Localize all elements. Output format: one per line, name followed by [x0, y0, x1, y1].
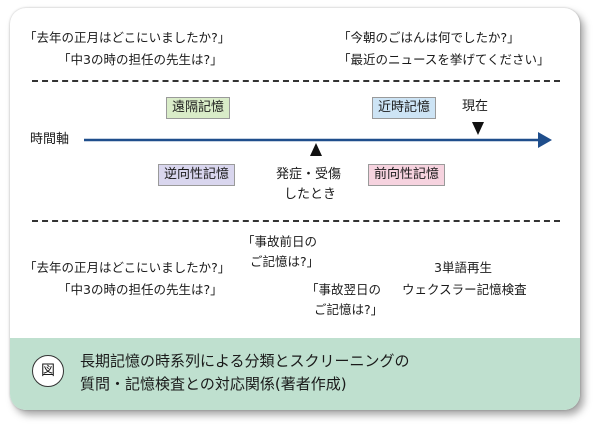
event-marker: [310, 143, 322, 156]
caption-line-2: 質問・記憶検査との対応関係(著者作成): [80, 375, 347, 393]
remote-question-1: 「去年の正月はどこにいましたか?」: [24, 30, 231, 45]
timeline-graphics: [84, 122, 552, 156]
remote-question-bottom-2: 「中3の時の担任の先生は?」: [58, 282, 223, 297]
recent-question-2: 「最近のニュースを挙げてください」: [338, 52, 550, 67]
retrograde-memory-box: 逆向性記憶: [158, 164, 236, 186]
test-three-word-recall: 3単語再生: [434, 260, 492, 275]
divider-top: [32, 80, 560, 82]
now-marker: [472, 122, 484, 135]
now-label: 現在: [462, 99, 489, 114]
recent-memory-label: 近時記憶: [378, 100, 431, 115]
anterograde-memory-box: 前向性記憶: [368, 164, 446, 186]
time-axis-arrowhead: [538, 132, 552, 148]
recent-memory-box: 近時記憶: [372, 97, 437, 119]
anterograde-memory-label: 前向性記憶: [374, 167, 440, 182]
retrograde-memory-label: 逆向性記憶: [164, 167, 230, 182]
onset-label-1: 発症・受傷: [276, 167, 342, 182]
after-accident-question-2: ご記憶は?」: [314, 302, 384, 317]
onset-label-2: したとき: [284, 187, 337, 202]
remote-question-bottom-1: 「去年の正月はどこにいましたか?」: [24, 260, 231, 275]
recent-question-1: 「今朝のごはんは何でしたか?」: [338, 30, 520, 45]
remote-question-2: 「中3の時の担任の先生は?」: [58, 52, 223, 67]
figure-card: 「去年の正月はどこにいましたか?」 「中3の時の担任の先生は?」 「今朝のごはん…: [10, 8, 580, 410]
before-accident-question-1: 「事故前日の: [242, 234, 318, 249]
caption-band: 図 長期記憶の時系列による分類とスクリーニングの 質問・記憶検査との対応関係(著…: [10, 338, 580, 410]
figure-icon: 図: [32, 355, 64, 387]
remote-memory-box: 遠隔記憶: [166, 97, 231, 119]
test-wechsler-memory-scale: ウェクスラー記憶検査: [402, 282, 527, 297]
time-axis-label: 時間軸: [30, 132, 70, 147]
remote-memory-label: 遠隔記憶: [172, 100, 225, 115]
before-accident-question-2: ご記憶は?」: [250, 254, 320, 269]
caption-line-1: 長期記憶の時系列による分類とスクリーニングの: [80, 352, 410, 370]
divider-bottom: [32, 220, 560, 222]
after-accident-question-1: 「事故翌日の: [306, 282, 382, 297]
